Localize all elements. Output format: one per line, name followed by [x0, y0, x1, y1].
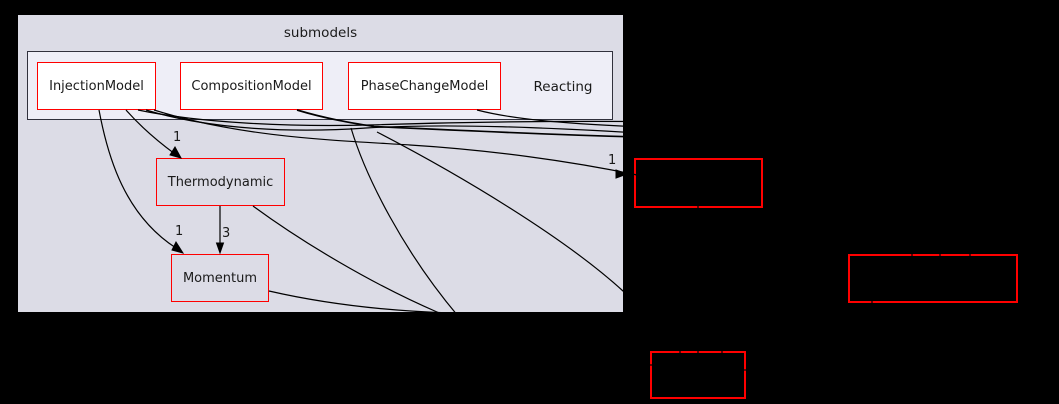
node-label: Thermodynamic	[167, 174, 274, 190]
node-composition-model[interactable]: CompositionModel	[180, 62, 323, 110]
node-external-far-right[interactable]	[848, 254, 1018, 303]
node-label: CompositionModel	[191, 78, 312, 94]
node-label: Momentum	[182, 270, 258, 286]
node-momentum[interactable]: Momentum	[171, 254, 269, 302]
edge-count-label: 1	[175, 224, 184, 239]
node-label: PhaseChangeModel	[360, 78, 489, 94]
edge-count-label: 1	[173, 130, 182, 145]
node-external-bottom[interactable]	[650, 351, 746, 399]
cluster-submodels-label[interactable]: submodels	[283, 25, 358, 41]
node-label: InjectionModel	[49, 78, 144, 94]
node-phase-change-model[interactable]: PhaseChangeModel	[348, 62, 501, 110]
node-external-right[interactable]	[634, 158, 763, 208]
node-thermodynamic[interactable]: Thermodynamic	[156, 158, 285, 206]
node-injection-model[interactable]: InjectionModel	[37, 62, 156, 110]
cluster-reacting-label[interactable]: Reacting	[533, 79, 593, 95]
edge-count-label: 3	[222, 226, 231, 241]
edge-count-label: 1	[608, 153, 617, 168]
